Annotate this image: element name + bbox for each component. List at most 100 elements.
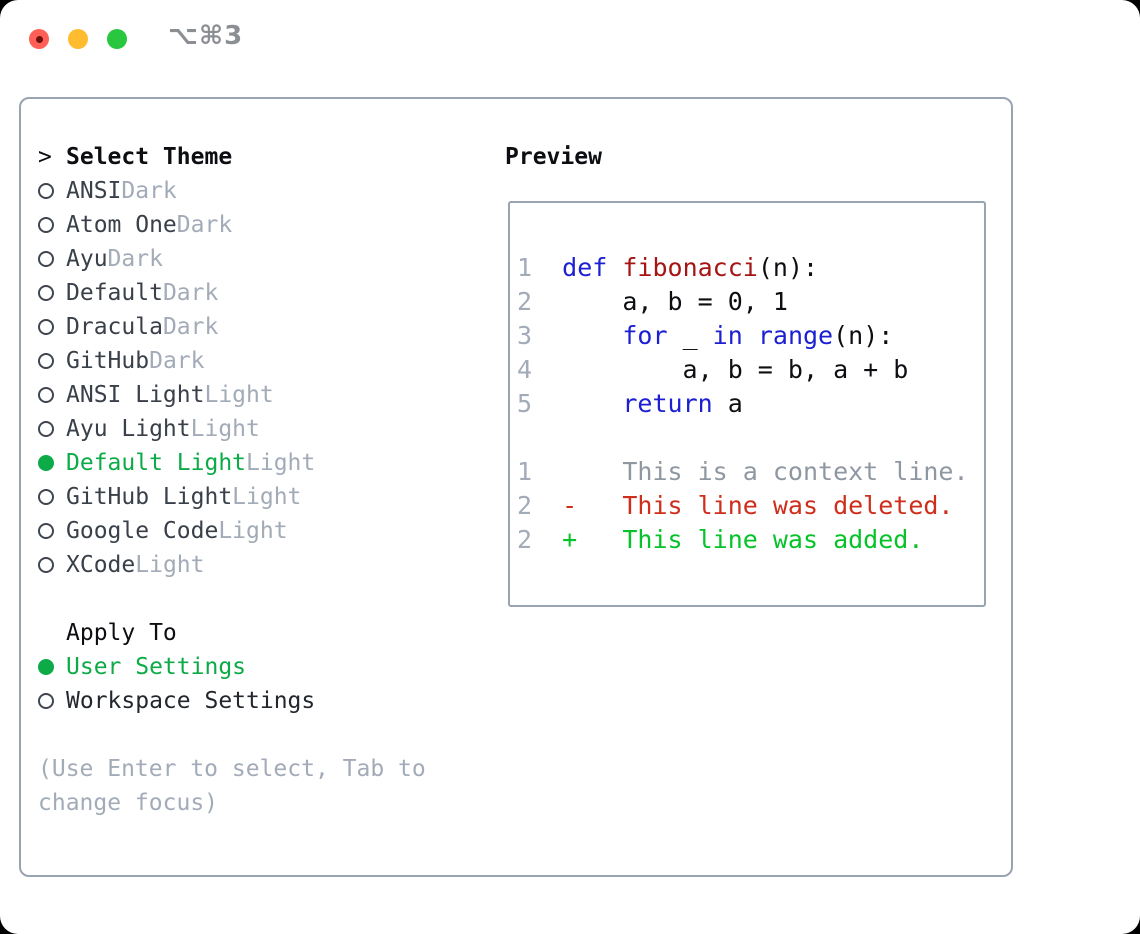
token-kw: for [622,321,668,350]
theme-option[interactable]: Ayu Light Light [38,412,488,446]
radio-cell [38,319,66,335]
option-label: Dracula [66,314,163,340]
option-label: Atom One [66,212,177,238]
radio-selected-icon [38,659,54,675]
radio-icon [38,523,54,539]
option-label: GitHub Light [66,484,233,510]
line-number: 2 [517,491,533,520]
radio-cell [38,523,66,539]
code-line: 4 a, b = b, a + b [517,353,984,387]
theme-option[interactable]: ANSI Dark [38,174,488,208]
token-kw: range [757,321,834,350]
theme-option[interactable]: Default Dark [38,276,488,310]
token-add: + This line was added. [547,525,924,554]
apply-to-option[interactable]: Workspace Settings [38,684,488,718]
radio-cell [38,387,66,403]
apply-to-title: Apply To [66,620,177,646]
spacer [38,718,488,752]
zoom-button[interactable] [107,29,127,49]
radio-cell [38,489,66,505]
code-line [517,557,984,591]
theme-option[interactable]: Dracula Dark [38,310,488,344]
radio-cell [38,183,66,199]
theme-option[interactable]: GitHub Dark [38,344,488,378]
option-variant: Light [204,382,274,408]
token-kw: return [622,389,713,418]
code-line: 2 + This line was added. [517,523,984,557]
theme-option[interactable]: Atom One Dark [38,208,488,242]
radio-icon [38,557,54,573]
close-button[interactable] [29,29,49,49]
option-variant: Light [190,416,260,442]
option-label: Ayu [66,246,108,272]
option-variant: Dark [162,280,219,306]
option-label: Workspace Settings [66,688,316,714]
radio-icon [38,353,54,369]
keyboard-hint: (Use Enter to select, Tab to change focu… [38,756,426,816]
line-number: 3 [517,321,533,350]
radio-icon [38,183,54,199]
option-variant: Dark [176,212,233,238]
option-label: Default [66,280,163,306]
spacer [38,582,488,616]
theme-option[interactable]: XCode Light [38,548,488,582]
focus-arrow-icon: > [38,144,52,170]
token-p [547,321,622,350]
apply-to-header: Apply To [38,616,488,650]
theme-option[interactable]: ANSI Light Light [38,378,488,412]
option-label: User Settings [66,654,247,680]
radio-cell [38,217,66,233]
code-line: 1 This is a context line. [517,455,984,489]
option-variant: Dark [121,178,177,204]
theme-option[interactable]: Ayu Dark [38,242,488,276]
select-theme-title: Select Theme [66,144,233,170]
option-label: ANSI [66,178,122,204]
token-p [547,253,562,282]
code-line: 5 return a [517,387,984,421]
token-p: (n): [833,321,894,350]
line-number: 1 [517,253,533,282]
option-label: GitHub [66,348,150,374]
code-line: 3 for _ in range(n): [517,319,984,353]
radio-cell [38,251,66,267]
option-variant: Light [246,450,316,476]
theme-option[interactable]: Default Light Light [38,446,488,480]
code-line [517,421,984,455]
option-label: Default Light [66,450,247,476]
option-label: Google Code [66,518,219,544]
radio-cell [38,455,66,471]
select-theme-header: > Select Theme [38,140,488,174]
radio-cell [38,659,66,675]
token-p [607,253,622,282]
radio-cell [38,693,66,709]
option-label: ANSI Light [66,382,205,408]
minimize-button[interactable] [68,29,88,49]
line-number: 2 [517,287,533,316]
token-del: - This line was deleted. [547,491,954,520]
option-variant: Light [218,518,288,544]
preview-title: Preview [505,144,602,170]
theme-option[interactable]: Google Code Light [38,514,488,548]
token-p: (n): [757,253,819,282]
radio-icon [38,217,54,233]
option-variant: Light [232,484,302,510]
option-label: Ayu Light [66,416,191,442]
unsaved-changes-dot-icon [35,35,43,43]
theme-option[interactable]: GitHub Light Light [38,480,488,514]
apply-to-option[interactable]: User Settings [38,650,488,684]
line-number: 5 [517,389,533,418]
token-p: a, b = b, a + b [547,355,909,384]
token-p [743,321,758,350]
radio-cell [38,421,66,437]
radio-selected-icon [38,455,54,471]
window-title: ⌥⌘3 [168,21,244,51]
radio-cell [38,353,66,369]
line-number: 4 [517,355,533,384]
token-p [547,389,622,418]
option-variant: Dark [149,348,205,374]
token-ctx: This is a context line. [547,457,969,486]
code-line: 2 a, b = 0, 1 [517,285,984,319]
